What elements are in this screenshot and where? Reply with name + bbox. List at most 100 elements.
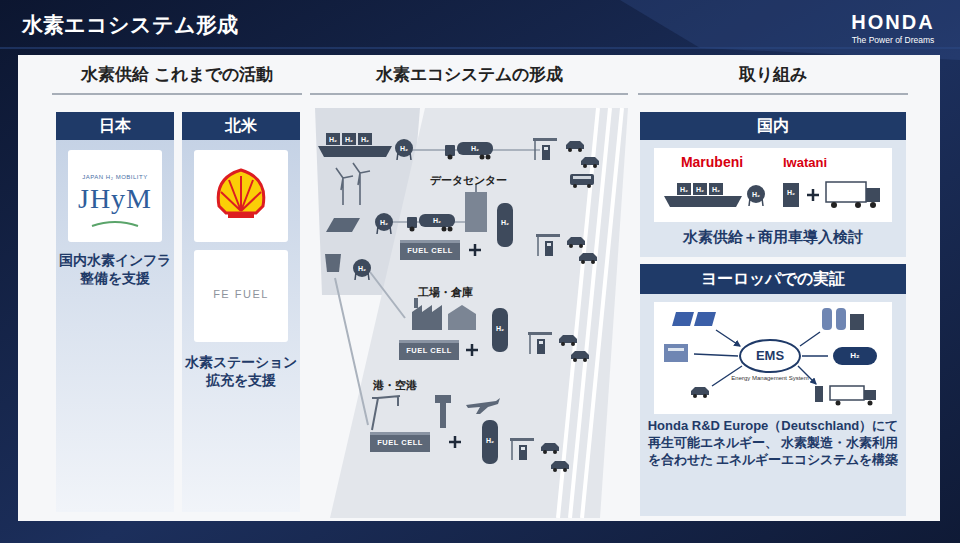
fuel-cell-tag: FUEL CELL <box>406 347 452 355</box>
container-tag: H₂ <box>696 186 704 193</box>
pump-tag: H₂ <box>787 189 795 196</box>
ecosystem-illustration <box>318 133 599 472</box>
ecosystem-illustration-part <box>358 133 372 145</box>
ecosystem-illustration-part <box>326 133 340 145</box>
domestic-illustration-part <box>831 202 837 208</box>
ecosystem-illustration-part <box>551 461 569 472</box>
ems-hub: EMSEnergy Management System <box>720 340 820 386</box>
column-panels <box>56 112 300 512</box>
container-tag: H₂ <box>680 186 688 193</box>
ecosystem-illustration-part <box>482 420 498 464</box>
slide-title: 水素エコシステム形成 <box>22 11 238 39</box>
region-column: 日本国内水素インフラ整備を支援JAPAN H₂ MOBILITYJHyM <box>56 112 174 512</box>
site-caption: データセンター <box>430 175 507 186</box>
ecosystem-illustration-part <box>566 141 584 152</box>
ecosystem-illustration-part <box>372 396 400 430</box>
ecosystem-illustration-part <box>466 344 478 356</box>
logo-card: FE FUEL <box>194 250 288 342</box>
ems-illustration-part <box>822 308 832 330</box>
brand-slogan: The Power of Dreams <box>852 36 935 45</box>
domestic-illustration-part <box>866 188 880 202</box>
ecosystem-illustration-part <box>571 351 589 362</box>
node-body: JHyM <box>68 184 162 215</box>
ems-illustration-part <box>694 330 828 386</box>
ecosystem-illustration-part <box>414 298 418 308</box>
tank-tag: H₂ <box>400 145 408 152</box>
ems-illustration-part <box>864 390 876 400</box>
domestic-illustration <box>664 182 880 208</box>
fuel-cell-tag: FUEL CELL <box>377 439 423 447</box>
region-column: 北米水素ステーション拡充を支援FE FUEL <box>182 112 300 512</box>
ecosystem-illustration-part <box>533 138 557 160</box>
initiative-box: 国内水素供給＋商用車導入検討 <box>640 112 906 257</box>
tank-tag: H₂ <box>850 352 859 360</box>
ecosystem-illustration-part <box>375 213 393 234</box>
ecosystem-illustration-part <box>579 253 597 264</box>
tank-tag: H₂ <box>486 437 494 444</box>
ems-illustration-part <box>836 308 846 330</box>
container-tag: H₂ <box>361 136 369 143</box>
ecosystem-illustration-part <box>407 214 455 232</box>
shell-logo-part <box>228 212 254 218</box>
logo-card: JAPAN H₂ MOBILITY JHyM <box>68 150 162 242</box>
ems-illustration <box>664 308 877 406</box>
domestic-illustration-part <box>747 185 765 206</box>
ecosystem-ground-part <box>558 108 622 518</box>
domestic-illustration-part <box>855 202 861 208</box>
ecosystem-illustration-part <box>435 395 451 403</box>
node-heading: FE FUEL <box>194 288 288 300</box>
jhym-mark <box>92 222 138 226</box>
ecosystem-illustration-part <box>536 234 560 256</box>
company-logo: Iwatani <box>783 156 827 169</box>
ecosystem-illustration-part <box>541 443 559 454</box>
truck-tag: H₂ <box>433 217 441 224</box>
container-tag: H₂ <box>345 136 353 143</box>
ecosystem-illustration-part <box>559 335 577 346</box>
ecosystem-illustration-part <box>497 203 513 247</box>
initiative-panels <box>640 112 906 516</box>
slide-background-part <box>620 0 960 60</box>
node-heading: JAPAN H₂ MOBILITY <box>68 174 162 180</box>
column-panels-part <box>194 250 288 342</box>
ecosystem-illustration-part <box>570 174 594 188</box>
shell-logo-part <box>218 170 264 213</box>
tank-tag: H₂ <box>501 219 509 226</box>
ems-illustration-part <box>668 348 684 351</box>
ecosystem-illustration-part <box>395 139 413 160</box>
ecosystem-illustration-part <box>449 436 461 448</box>
ecosystem-illustration-part <box>581 157 599 168</box>
truck-tag: H₂ <box>471 145 479 152</box>
domestic-illustration-part <box>870 202 876 208</box>
initiative-panels-part <box>640 264 906 516</box>
ecosystem-ground-part <box>335 150 540 425</box>
tank-tag: H₂ <box>496 325 504 332</box>
tank-tag: H₂ <box>358 265 366 272</box>
jhym-mark-part <box>92 222 138 226</box>
ecosystem-illustration-part <box>326 218 360 232</box>
tank-tag: H₂ <box>380 219 388 226</box>
ems-illustration-part <box>694 312 716 326</box>
ecosystem-illustration-part <box>528 332 552 354</box>
content-panel <box>18 55 940 521</box>
node-heading: 北米 <box>182 112 300 140</box>
column-panels-part <box>56 112 174 512</box>
site-caption: 港・空港 <box>373 380 417 391</box>
ecosystem-illustration-part <box>370 432 430 452</box>
initiative-panels-part <box>654 302 892 414</box>
ecosystem-illustration-part <box>469 244 481 256</box>
ecosystem-illustration-part <box>400 240 460 260</box>
ecosystem-illustration-part <box>336 163 370 205</box>
ecosystem-illustration-part <box>445 142 493 160</box>
node-heading: 水素エコシステムの形成 <box>310 62 628 95</box>
node-heading: 水素供給 これまでの活動 <box>52 62 302 95</box>
node-heading: 取り組み <box>638 62 908 95</box>
domestic-illustration-part <box>807 189 819 201</box>
domestic-illustration-part <box>826 182 866 202</box>
node-body: Honda R&D Europe（Deutschland）にて 再生可能エネルギ… <box>644 418 902 469</box>
company-logo: Marubeni <box>681 155 743 169</box>
ecosystem-illustration-part <box>492 308 508 352</box>
ems-illustration-part <box>815 386 823 402</box>
ems-illustration-part <box>691 387 709 398</box>
